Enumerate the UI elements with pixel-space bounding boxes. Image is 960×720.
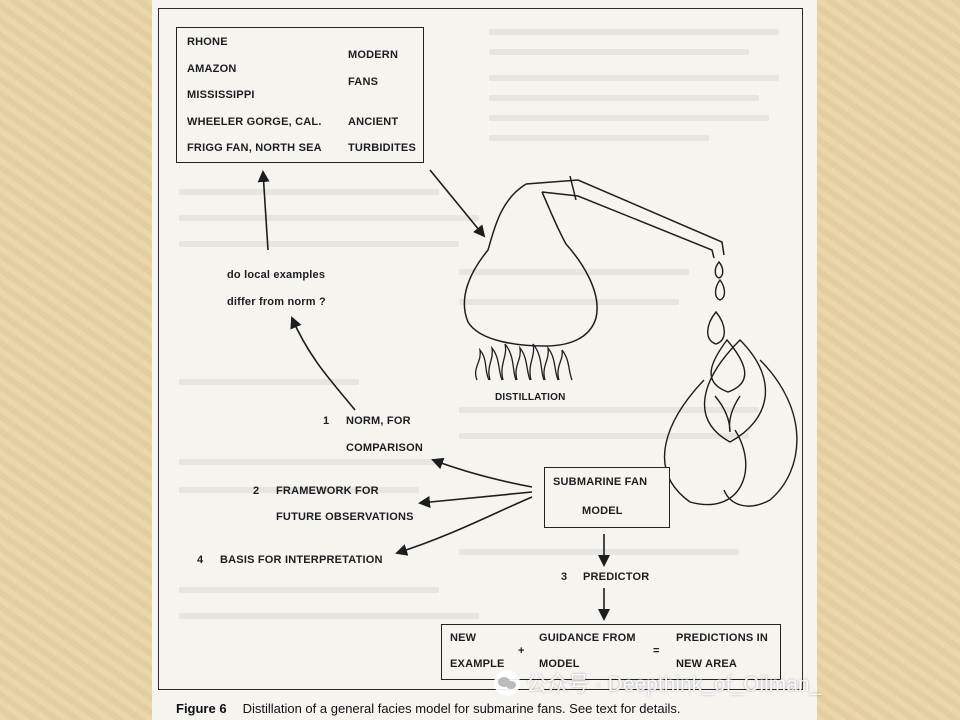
use-1-line2: COMPARISON [346,442,423,454]
plus-sign: + [518,645,525,657]
caption-text: Distillation of a general facies model f… [242,701,681,716]
use-1-number: 1 [323,415,330,427]
distillation-flask-icon [463,175,725,347]
wechat-icon [494,670,520,696]
group-ancient-line1: ANCIENT [348,116,399,128]
use-4-number: 4 [197,554,204,566]
new-example-line2: EXAMPLE [450,658,505,670]
arrow-norm-to-question [290,316,356,411]
model-box [544,467,670,528]
question-line1: do local examples [227,269,326,281]
distillation-label: DISTILLATION [495,392,566,403]
model-line1: SUBMARINE FAN [553,476,648,488]
use-3-number: 3 [561,571,568,583]
drops-icon [663,260,798,507]
use-4-text: BASIS FOR INTERPRETATION [220,554,383,566]
watermark-text: 公众号 · Deepthink_of_Oilman_ [526,673,822,696]
guidance-line2: MODEL [539,658,580,670]
guidance-line1: GUIDANCE FROM [539,632,636,644]
new-example-line1: NEW [450,632,477,644]
result-box [441,624,781,680]
predictions-line1: PREDICTIONS IN [676,632,769,644]
group-modern-line2: FANS [348,76,379,88]
group-modern-line1: MODERN [348,49,399,61]
flame-icon [474,343,573,381]
predictions-line2: NEW AREA [676,658,738,670]
group-ancient-line2: TURBIDITES [348,142,416,154]
arrow-model-to-basis [395,496,533,556]
figure-frame [158,8,803,690]
arrow-model-to-norm [431,457,533,488]
use-1-line1: NORM, FOR [346,415,411,427]
use-2-number: 2 [253,485,260,497]
example-mississippi: MISSISSIPPI [187,89,255,101]
figure-caption: Figure 6 Distillation of a general facies… [176,701,816,719]
arrow-model-to-framework [418,491,533,508]
question-line2: differ from norm ? [227,296,326,308]
use-3-text: PREDICTOR [583,571,650,583]
example-wheeler-gorge: WHEELER GORGE, CAL. [187,116,322,128]
model-line2: MODEL [582,505,623,517]
caption-figure-number: Figure 6 [176,701,227,716]
example-amazon: AMAZON [187,63,237,75]
example-rhone: RHONE [187,36,228,48]
examples-box [176,27,424,163]
arrow-question-to-examples [257,170,270,251]
use-2-line2: FUTURE OBSERVATIONS [276,511,414,523]
example-frigg-fan: FRIGG FAN, NORTH SEA [187,142,322,154]
equals-sign: = [653,645,660,657]
watermark: 公众号 · Deepthink_of_Oilman_ [494,669,821,697]
use-2-line1: FRAMEWORK FOR [276,485,379,497]
arrow-to-distillation [429,169,486,238]
